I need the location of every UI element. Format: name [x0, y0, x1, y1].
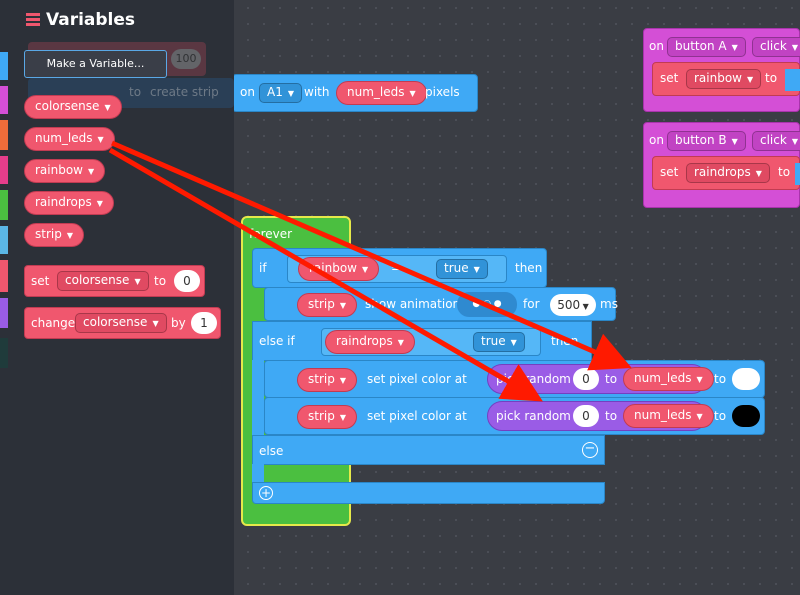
duration-dropdown[interactable]: 500 ▼ [550, 294, 596, 316]
branch-spine [252, 360, 264, 440]
color-picker-white[interactable] [732, 368, 760, 390]
show-animation-label: show animation [365, 297, 461, 311]
pin-dropdown[interactable]: A1▼ [259, 83, 302, 103]
ghost-create-label: create strip [150, 85, 219, 99]
rainbow-variable-dropdown[interactable]: rainbow▼ [686, 69, 762, 89]
change-label: change [31, 316, 76, 330]
set-label: set [31, 274, 50, 288]
to-label: to [605, 372, 618, 386]
animation-preview-icon[interactable]: ● ○ ● [457, 292, 517, 317]
ghost-to-label: to [129, 85, 142, 99]
remove-else-icon[interactable]: − [582, 442, 598, 458]
on-label: on [240, 85, 255, 99]
pick-random-block[interactable]: pick random 0 to num_leds▼ [487, 401, 714, 431]
true-dropdown[interactable]: true▼ [473, 332, 525, 352]
for-label: for [523, 297, 540, 311]
raindrops-variable-dropdown[interactable]: raindrops▼ [686, 163, 770, 183]
set-pixel-color-label: set pixel color at [367, 372, 467, 386]
variables-flyout: to 100 to create strip Variables Make a … [0, 0, 234, 595]
num-leds-variable[interactable]: num_leds▼ [623, 367, 714, 391]
color-picker-black[interactable] [732, 405, 760, 427]
category-color-strip [0, 0, 8, 595]
else-row[interactable]: else − [252, 435, 605, 465]
to-label: to [154, 274, 167, 288]
set-raindrops-block[interactable]: set raindrops▼ to [652, 156, 800, 190]
to-label: to [605, 409, 618, 423]
to-label: to [778, 165, 791, 179]
num-leds-variable[interactable]: num_leds▼ [336, 81, 427, 105]
variable-num-leds[interactable]: num_leds▼ [24, 127, 115, 151]
variable-rainbow[interactable]: rainbow▼ [24, 159, 106, 183]
else-label: else [259, 444, 284, 458]
then-label: then [515, 261, 543, 275]
to-label: to [714, 409, 727, 423]
forever-label: forever [249, 227, 293, 241]
set-variable-block[interactable]: set colorsense▼ to 0 [24, 265, 205, 297]
boolean-slot[interactable] [785, 69, 800, 91]
button-b-dropdown[interactable]: button B▼ [667, 131, 746, 151]
flyout-title: Variables [46, 10, 136, 30]
set-variable-dropdown[interactable]: colorsense▼ [57, 271, 149, 291]
if-else-block[interactable]: if rainbow▼ = true▼ then [252, 248, 547, 288]
strip-variable[interactable]: strip▼ [297, 405, 357, 429]
button-a-dropdown[interactable]: button A▼ [667, 37, 746, 57]
pick-random-label: pick random [496, 372, 571, 386]
on-label: on [649, 39, 664, 53]
variable-raindrops[interactable]: raindrops▼ [24, 191, 114, 215]
event-click-dropdown[interactable]: click▼ [752, 131, 800, 151]
pixels-label: pixels [425, 85, 460, 99]
else-if-label: else if [259, 334, 295, 348]
random-from-input[interactable]: 0 [573, 405, 599, 427]
by-label: by [171, 316, 186, 330]
make-variable-button[interactable]: Make a Variable... [24, 50, 167, 78]
event-click-dropdown[interactable]: click▼ [752, 37, 800, 57]
set-pixel-color-block-1[interactable]: strip▼ set pixel color at pick random 0 … [264, 360, 765, 398]
if-block-footer[interactable]: + [252, 482, 605, 504]
else-if-row[interactable]: else if raindrops▼ true▼ then [252, 321, 592, 361]
set-rainbow-block[interactable]: set rainbow▼ to [652, 62, 800, 96]
equals-operator: = [391, 261, 402, 275]
strip-variable[interactable]: strip▼ [297, 368, 357, 392]
boolean-slot[interactable] [795, 163, 800, 185]
ghost-value: 100 [171, 49, 201, 69]
if-label: if [259, 261, 267, 275]
set-label: set [660, 71, 679, 85]
create-strip-block[interactable]: on A1▼ with num_leds▼ pixels [232, 74, 478, 112]
variable-strip[interactable]: strip▼ [24, 223, 84, 247]
set-pixel-color-label: set pixel color at [367, 409, 467, 423]
pick-random-label: pick random [496, 409, 571, 423]
pick-random-block[interactable]: pick random 0 to num_leds▼ [487, 364, 714, 394]
else-spine [252, 464, 264, 484]
then-label: then [551, 334, 579, 348]
variables-icon [26, 13, 40, 27]
num-leds-variable[interactable]: num_leds▼ [623, 404, 714, 428]
ms-label: ms [600, 297, 618, 311]
true-dropdown[interactable]: true▼ [436, 259, 488, 279]
set-label: set [660, 165, 679, 179]
change-value-input[interactable]: 1 [191, 312, 217, 334]
to-label: to [765, 71, 778, 85]
change-variable-dropdown[interactable]: colorsense▼ [75, 313, 167, 333]
change-variable-block[interactable]: change colorsense▼ by 1 [24, 307, 221, 339]
show-animation-block[interactable]: strip▼ show animation ● ○ ● for 500 ▼ ms [264, 287, 618, 321]
set-value-input[interactable]: 0 [174, 270, 200, 292]
to-label: to [714, 372, 727, 386]
random-from-input[interactable]: 0 [573, 368, 599, 390]
strip-variable[interactable]: strip▼ [297, 293, 357, 317]
with-label: with [304, 85, 330, 99]
on-label: on [649, 133, 664, 147]
rainbow-variable[interactable]: rainbow▼ [298, 257, 380, 281]
add-else-icon[interactable]: + [259, 486, 273, 500]
variable-colorsense[interactable]: colorsense▼ [24, 95, 122, 119]
set-pixel-color-block-2[interactable]: strip▼ set pixel color at pick random 0 … [264, 397, 765, 435]
raindrops-variable[interactable]: raindrops▼ [325, 330, 415, 354]
